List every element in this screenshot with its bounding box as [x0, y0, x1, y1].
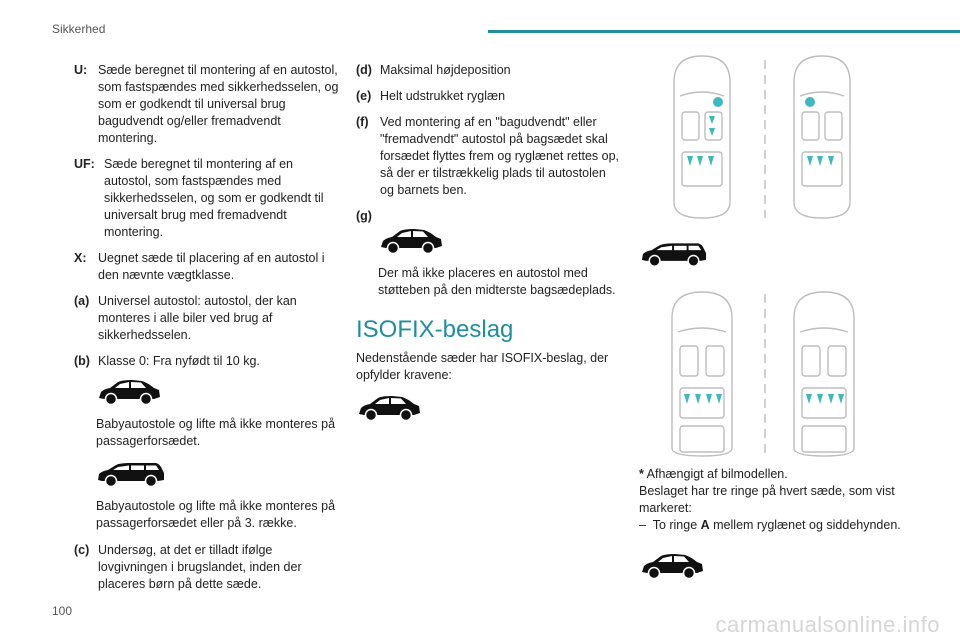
legend-column-left: U: Sæde beregnet til montering af en aut… [74, 62, 342, 602]
legend-b-note-1: Babyautostole og lifte må ikke monteres … [96, 417, 336, 448]
legend-text: Helt udstrukket ryglæn [380, 89, 506, 103]
legend-g: (g) [356, 208, 622, 225]
legend-d: (d) Maksimal højdeposition [356, 62, 622, 79]
legend-text: Ved montering af en "bagudvendt" eller "… [380, 115, 619, 197]
suv-car-icon [359, 396, 420, 422]
footnote-dash: – [639, 518, 646, 532]
footnote-line-2: Beslaget har tre ringe på hvert sæde, so… [639, 484, 895, 515]
legend-f: (f) Ved montering af en "bagudvendt" ell… [356, 114, 622, 199]
footnote-ring-line: – To ringe A mellem ryglænet og siddehyn… [639, 517, 909, 534]
footnote-ring-post: mellem ryglænet og siddehynden. [709, 518, 901, 532]
isofix-marker-icon [713, 97, 723, 107]
legend-g-note: Der må ikke placeres en autostol med stø… [378, 266, 616, 297]
legend-text: Undersøg, at det er tilladt ifølge lovgi… [98, 543, 302, 591]
legend-x: X: Uegnet sæde til placering af en autos… [74, 250, 342, 284]
seat-arrow-icon [806, 394, 844, 404]
watermark: carmanualsonline.info [715, 612, 940, 637]
legend-label: (f) [356, 115, 369, 129]
legend-column-middle: (d) Maksimal højdeposition (e) Helt udst… [356, 62, 622, 432]
van-car-icon [641, 243, 707, 267]
van-car-icon [98, 463, 164, 488]
header-accent-bar [488, 30, 960, 33]
legend-label: (a) [74, 294, 90, 308]
legend-uf: UF: Sæde beregnet til montering af en au… [74, 156, 342, 241]
car-topview-right [793, 55, 851, 219]
suv-car-icon [381, 229, 442, 255]
legend-a: (a) Universel autostol: autostol, der ka… [74, 293, 342, 344]
seat-diagram-van [671, 291, 855, 457]
legend-text: Sæde beregnet til montering af en autost… [104, 157, 324, 239]
legend-b: (b) Klasse 0: Fra nyfødt til 10 kg. [74, 353, 342, 370]
legend-text: Uegnet sæde til placering af en autostol… [98, 251, 325, 282]
isofix-footnote: * Afhængigt af bilmodellen. Beslaget har… [639, 466, 909, 582]
legend-c: (c) Undersøg, at det er tilladt ifølge l… [74, 542, 342, 593]
legend-label: X: [74, 251, 87, 265]
legend-label: U: [74, 63, 88, 77]
seat-arrow-icon [807, 156, 834, 166]
footnote-star: * [639, 467, 644, 481]
section-intro: Nedenstående sæder har ISOFIX-beslag, de… [356, 351, 609, 382]
page-number: 100 [52, 604, 73, 618]
footnote-line-1: Afhængigt af bilmodellen. [643, 467, 788, 481]
page-header-title: Sikkerhed [52, 22, 106, 36]
legend-text: Maksimal højdeposition [380, 63, 511, 77]
legend-label: (e) [356, 89, 372, 103]
section-title-isofix: ISOFIX-beslag [356, 316, 514, 343]
legend-text: Sæde beregnet til montering af en autost… [98, 63, 339, 145]
legend-label: (d) [356, 63, 372, 77]
legend-u: U: Sæde beregnet til montering af en aut… [74, 62, 342, 147]
legend-text: Universel autostol: autostol, der kan mo… [98, 294, 297, 342]
legend-label: UF: [74, 157, 95, 171]
legend-text: Klasse 0: Fra nyfødt til 10 kg. [98, 354, 260, 368]
legend-b-note-2: Babyautostole og lifte må ikke monteres … [96, 499, 336, 530]
legend-e: (e) Helt udstrukket ryglæn [356, 88, 622, 105]
seat-arrow-icon [684, 394, 722, 404]
legend-label: (c) [74, 543, 90, 557]
footnote-ring-pre: To ringe [652, 518, 701, 532]
seat-arrow-icon [709, 116, 715, 136]
legend-label: (g) [356, 209, 372, 223]
footnote-ring-letter: A [700, 518, 710, 532]
legend-label: (b) [74, 354, 90, 368]
suv-car-icon [642, 554, 703, 580]
seat-arrow-icon [687, 156, 714, 166]
suv-car-icon [99, 380, 160, 406]
isofix-marker-icon [805, 97, 815, 107]
car-topview-left [673, 55, 731, 219]
seat-diagram-suv [673, 55, 851, 219]
